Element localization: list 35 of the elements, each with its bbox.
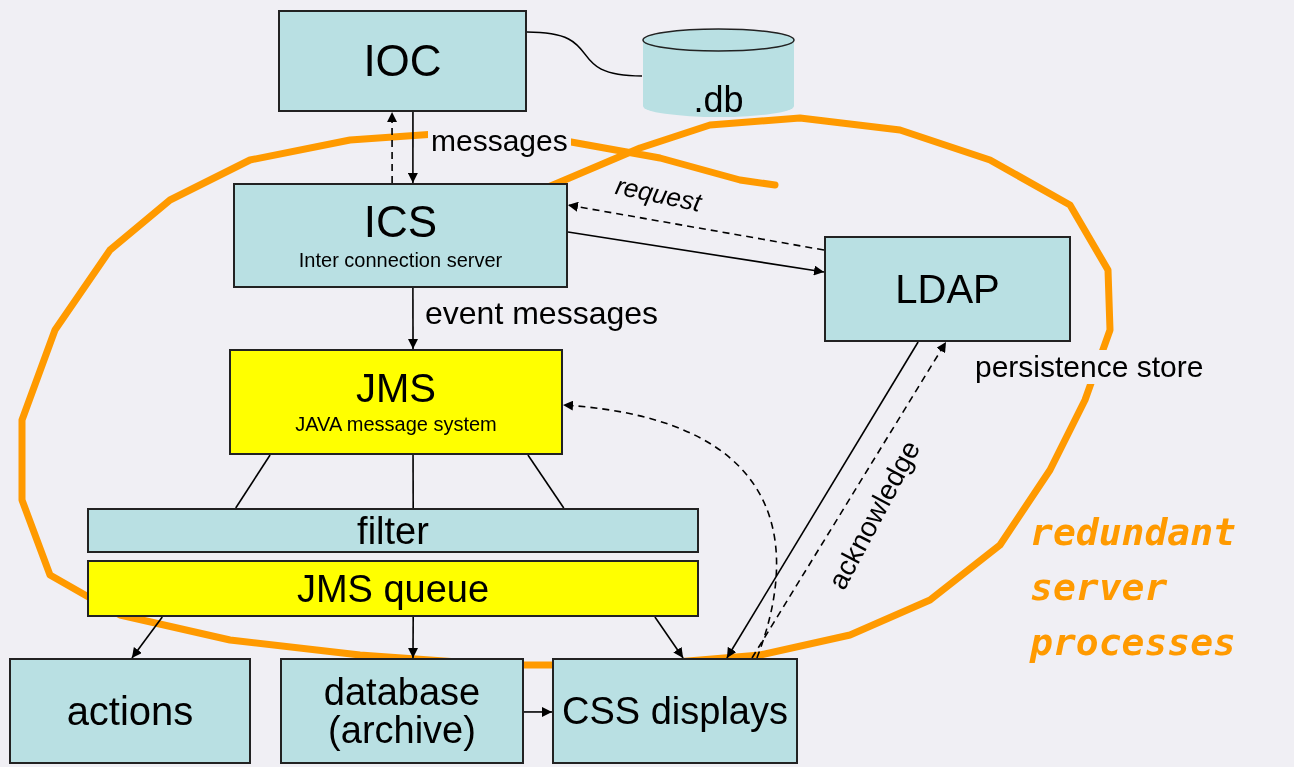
arrow: [751, 341, 947, 659]
process-box: [87, 508, 699, 553]
process-box: [9, 658, 251, 764]
process-box: [87, 560, 699, 617]
process-box: [233, 183, 568, 288]
node-title: .db: [693, 82, 744, 118]
node-title: database (archive): [322, 673, 482, 749]
process-box: [824, 236, 1071, 342]
node-title: CSS displays: [562, 692, 788, 730]
node-title: actions: [66, 691, 194, 731]
arrow: [654, 616, 684, 659]
arrow: [408, 287, 418, 350]
node-title: filter: [357, 511, 429, 550]
node-title: JMS: [356, 368, 436, 408]
arrow: [562, 401, 777, 659]
annotation-text: redundant server processes: [1030, 509, 1237, 667]
arrow: [567, 231, 825, 276]
node-title: ICS: [363, 199, 438, 244]
node-caption: persistence store: [975, 350, 1204, 384]
process-box: [278, 10, 527, 112]
arrow: [523, 706, 553, 717]
process-box: [280, 658, 524, 764]
arrow: [387, 111, 398, 184]
node-title: JMS queue: [296, 569, 490, 608]
node-title: IOC: [363, 39, 442, 83]
node-subtitle: JAVA message system: [295, 412, 497, 436]
arrow: [131, 616, 164, 659]
arrow: [567, 201, 825, 251]
process-box: [229, 349, 563, 455]
arrow: [726, 341, 919, 659]
node-title: LDAP: [895, 269, 1000, 309]
arrow: [408, 616, 419, 659]
node-subtitle: Inter connection server: [298, 247, 503, 272]
process-box: [552, 658, 798, 764]
arrow: [407, 111, 418, 184]
